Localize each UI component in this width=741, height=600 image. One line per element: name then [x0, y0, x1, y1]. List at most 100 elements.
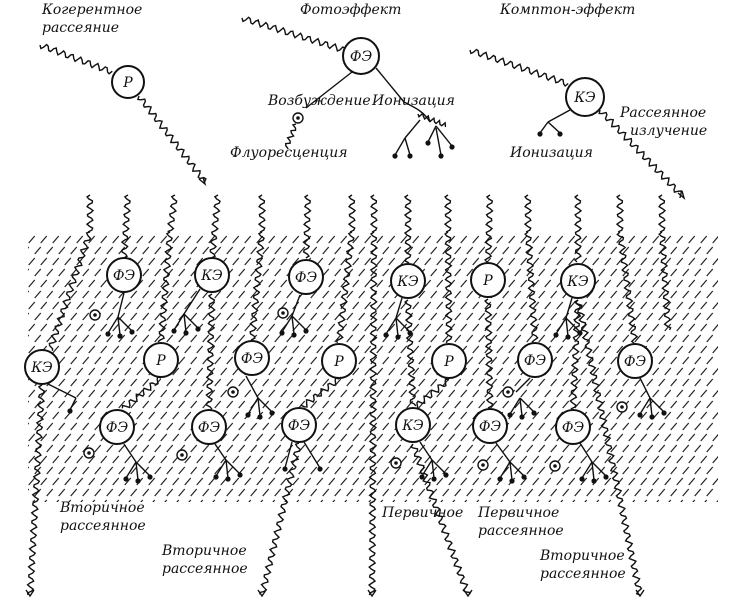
hatch-stroke-30 [388, 235, 396, 244]
hatch-stroke-1464 [608, 499, 612, 502]
photon-wave-35 [484, 298, 494, 409]
electron-track-1 [375, 67, 405, 103]
hatch-stroke-501 [376, 323, 384, 332]
hatch-stroke-146 [364, 257, 372, 266]
hatch-stroke-559 [358, 334, 366, 343]
hatch-stroke-10 [148, 235, 156, 244]
hatch-stroke-1406 [610, 488, 618, 497]
hatch-stroke-408 [676, 301, 684, 310]
hatch-stroke-672 [298, 356, 306, 365]
hatch-stroke-46 [580, 235, 588, 244]
hatch-stroke-847 [280, 389, 288, 398]
node-m18: ФЭ [555, 409, 591, 445]
hatch-stroke-1 [40, 235, 48, 244]
hatch-stroke-1428 [176, 499, 180, 502]
hatch-stroke-645 [688, 345, 696, 354]
primary-scattered-label-line2: рассеянное [478, 523, 564, 539]
electron-track-7 [435, 125, 453, 147]
hatch-stroke-1247 [118, 466, 126, 475]
hatch-stroke-1190 [148, 455, 156, 464]
hatch-stroke-722 [196, 367, 204, 376]
hatch-stroke-1000 [700, 411, 708, 420]
hatch-stroke-5 [88, 235, 96, 244]
node-m1: ФЭ [106, 257, 142, 293]
hatch-stroke-1164 [538, 444, 546, 453]
electron-track-51 [215, 459, 227, 477]
hatch-stroke-1311 [184, 477, 192, 486]
hatch-stroke-828 [52, 389, 60, 398]
hatch-stroke-1275 [454, 466, 462, 475]
hatch-stroke-906 [274, 400, 282, 409]
hatch-stroke-463 [622, 312, 630, 321]
hatch-stroke-45 [568, 235, 576, 244]
hatch-stroke-771 [70, 378, 78, 387]
hatch-stroke-488 [220, 323, 228, 332]
hatch-stroke-1020 [226, 422, 234, 431]
hatch-stroke-1420 [80, 499, 84, 502]
hatch-stroke-1346 [604, 477, 612, 486]
hatch-stroke-544 [178, 334, 186, 343]
hatch-stroke-1002 [725, 412, 731, 419]
electron-track-52 [225, 459, 229, 479]
electron-track-0 [305, 71, 353, 109]
hatch-stroke-703 [670, 356, 678, 365]
hatch-stroke-253 [232, 279, 240, 288]
hatch-stroke-69 [142, 246, 150, 255]
hatch-stroke-264 [364, 279, 372, 288]
hatch-stroke-1294 [682, 466, 690, 475]
electron-track-66 [591, 461, 595, 481]
hatch-stroke-1467 [644, 499, 648, 502]
hatch-stroke-1414 [706, 488, 714, 497]
electron-dot-51 [443, 472, 449, 478]
hatch-stroke-525 [664, 323, 672, 332]
hatch-stroke-468 [682, 312, 690, 321]
hatch-stroke-620 [388, 345, 396, 354]
hatch-stroke-27 [352, 235, 360, 244]
hatch-stroke-731 [304, 367, 312, 376]
hatch-stroke-707 [719, 357, 725, 364]
top-labels: Когерентное рассеяние Фотоэффект Комптон… [41, 2, 707, 161]
hatch-stroke-1382 [322, 488, 330, 497]
node-label-m5: Р [482, 273, 493, 289]
electron-track-21 [281, 315, 293, 333]
electron-track-41 [519, 397, 535, 413]
hatch-stroke-475 [64, 323, 72, 332]
hatch-stroke-374 [268, 301, 276, 310]
hatch-stroke-912 [346, 400, 354, 409]
hatch-stroke-657 [118, 356, 126, 365]
hatch-stroke-1028 [322, 422, 330, 431]
hatch-stroke-818 [634, 378, 642, 387]
hatch-stroke-1145 [310, 444, 318, 453]
hatch-stroke-783 [214, 378, 222, 387]
hatch-stroke-1215 [448, 455, 456, 464]
hatch-stroke-1361 [70, 488, 78, 497]
hatch-stroke-547 [214, 334, 222, 343]
hatch-stroke-1387 [382, 488, 390, 497]
hatch-stroke-1060 [706, 422, 714, 431]
hatch-stroke-582 [634, 334, 642, 343]
hatch-stroke-926 [514, 400, 522, 409]
hatch-stroke-994 [628, 411, 636, 420]
electron-dot-56 [553, 464, 557, 468]
hatch-stroke-885 [28, 400, 30, 403]
hatch-stroke-852 [340, 389, 348, 398]
electron-track-15 [117, 292, 125, 318]
electron-track-63 [509, 461, 525, 477]
hatch-stroke-932 [586, 400, 594, 409]
hatch-stroke-1363 [94, 488, 102, 497]
electron-track-13 [117, 316, 121, 336]
hatch-stroke-12 [172, 235, 180, 244]
hatch-stroke-1341 [544, 477, 552, 486]
photon-wave-14 [403, 194, 413, 264]
hatch-stroke-1254 [202, 466, 210, 475]
hatch-stroke-1140 [250, 444, 258, 453]
hatch-stroke-263 [352, 279, 360, 288]
hatch-stroke-1426 [152, 499, 156, 502]
hatch-stroke-1321 [304, 477, 312, 486]
electron-dot-47 [282, 466, 288, 472]
hatch-stroke-345 [622, 290, 630, 299]
hatch-stroke-880 [676, 389, 684, 398]
hatch-stroke-1168 [586, 444, 594, 453]
hatch-stroke-1288 [610, 466, 618, 475]
hatch-stroke-1433 [236, 499, 240, 502]
